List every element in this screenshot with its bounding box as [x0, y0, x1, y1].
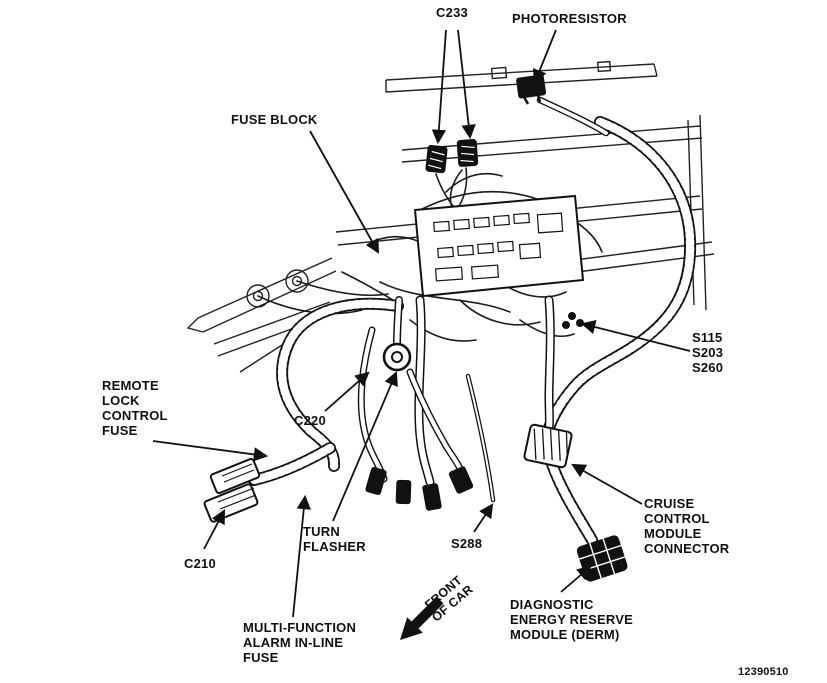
label-multi-function-fuse: MULTI-FUNCTION ALARM IN-LINE FUSE: [243, 620, 357, 665]
part-number: 12390510: [738, 666, 789, 678]
c210-connectors: [203, 458, 261, 523]
fuse-block-shape: [413, 194, 585, 298]
label-c220: C220: [294, 413, 326, 428]
label-remote-lock-control-fuse: REMOTE LOCK CONTROL FUSE: [102, 378, 168, 438]
label-cruise-control-connector: CRUISE CONTROL MODULE CONNECTOR: [644, 496, 730, 556]
label-photoresistor: PHOTORESISTOR: [512, 11, 627, 26]
connectors: [203, 74, 628, 582]
front-of-car-arrow: [400, 596, 444, 640]
label-splices: S115 S203 S260: [692, 330, 724, 375]
dangling-connectors: [365, 466, 474, 511]
harness-tubes: [248, 96, 697, 546]
label-s288: S288: [451, 536, 483, 551]
splice-points: [562, 312, 584, 329]
label-c233: C233: [436, 5, 468, 20]
c233-connectors: [425, 139, 479, 174]
callout-leaders: [152, 29, 691, 618]
label-derm: DIAGNOSTIC ENERGY RESERVE MODULE (DERM): [510, 597, 633, 642]
derm-connector-shape: [576, 535, 628, 582]
label-fuse-block: FUSE BLOCK: [231, 112, 318, 127]
label-c210: C210: [184, 556, 216, 571]
cruise-connector-shape: [523, 423, 573, 469]
photoresistor-connector: [516, 74, 547, 99]
label-turn-flasher: TURN FLASHER: [303, 524, 366, 554]
